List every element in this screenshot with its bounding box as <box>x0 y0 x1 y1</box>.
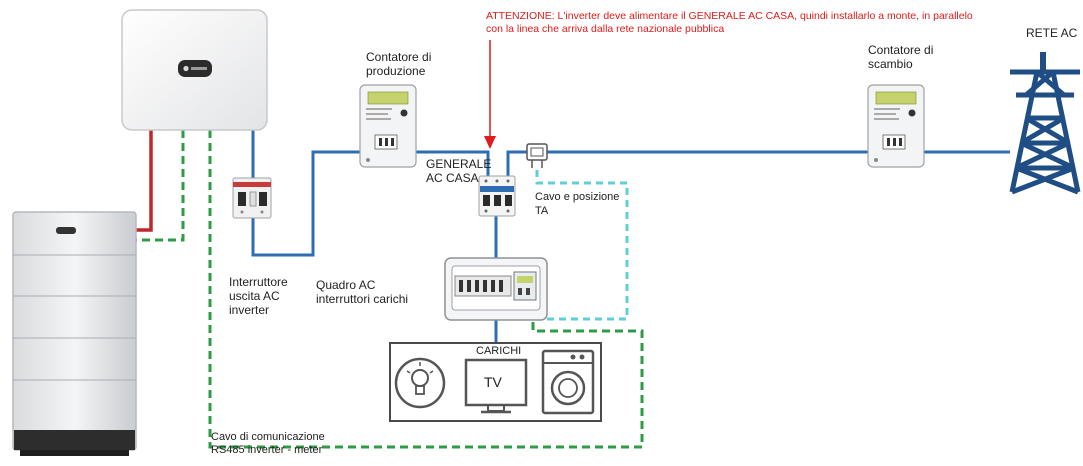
panel-icon <box>444 257 548 321</box>
warning-line-1: ATTENZIONE: L'inverter deve alimentare i… <box>486 10 973 22</box>
main-breaker-label: GENERALE AC CASA <box>426 157 491 185</box>
inverter-breaker-label: Interruttore uscita AC inverter <box>229 275 288 317</box>
loads-label: CARICHI <box>476 345 522 357</box>
tv-icon <box>464 358 528 414</box>
comm-cable-label: Cavo di comunicazione RS485 inverter - m… <box>211 431 325 457</box>
ct-cable-label-line-1: Cavo e posizione <box>535 191 620 203</box>
main-breaker-label-line-1: GENERALE <box>426 157 492 171</box>
bulb-icon <box>394 357 446 409</box>
exchange-meter-label-line-1: Contatore di <box>868 43 934 57</box>
ac-line-main-to-grid <box>506 150 868 176</box>
comm-cable-label-line-1: Cavo di comunicazione <box>211 431 325 443</box>
warning-text: ATTENZIONE: L'inverter deve alimentare i… <box>486 10 1078 36</box>
washing-machine-icon <box>541 349 595 415</box>
warning-line-2: con la linea che arriva dalla rete nazio… <box>486 23 725 35</box>
breaker-icon <box>232 177 272 219</box>
comm-cable-battery <box>128 130 185 242</box>
ct-cable-label-line-2: TA <box>535 205 549 217</box>
production-meter-label-line-1: Contatore di <box>366 50 432 64</box>
ac-panel-label: Quadro AC interruttori carichi <box>316 278 408 306</box>
warning-arrow <box>484 40 496 149</box>
ac-line-breaker-out <box>251 150 360 257</box>
ac-line-meter-to-main <box>415 150 490 176</box>
meter-icon <box>867 84 925 168</box>
inverter-breaker-label-line-3: inverter <box>229 303 270 317</box>
ac-panel-label-line-1: Quadro AC <box>316 278 376 292</box>
exchange-meter-label: Contatore di scambio <box>868 43 933 71</box>
production-meter-label: Contatore di produzione <box>366 50 431 78</box>
meter-icon <box>359 84 417 168</box>
comm-cable-meter <box>208 130 644 449</box>
comm-cable-label-line-2: RS485 inverter - meter <box>211 444 323 456</box>
grid-label: RETE AC <box>1026 26 1078 40</box>
exchange-meter-label-line-2: scambio <box>868 57 913 71</box>
tv-label: TV <box>484 374 502 390</box>
pylon-icon <box>1009 52 1081 195</box>
ct-clamp-icon <box>526 143 548 168</box>
inverter-icon <box>121 9 268 131</box>
production-meter-label-line-2: produzione <box>366 64 426 78</box>
ac-panel-label-line-2: interruttori carichi <box>316 292 409 306</box>
inverter-breaker-label-line-2: uscita AC <box>229 289 280 303</box>
main-breaker-label-line-2: AC CASA <box>426 171 479 185</box>
main-breaker-icon <box>478 175 516 217</box>
ct-cable-label: Cavo e posizione TA <box>535 190 619 218</box>
battery-icon <box>12 211 137 456</box>
inverter-breaker-label-line-1: Interruttore <box>229 275 288 289</box>
